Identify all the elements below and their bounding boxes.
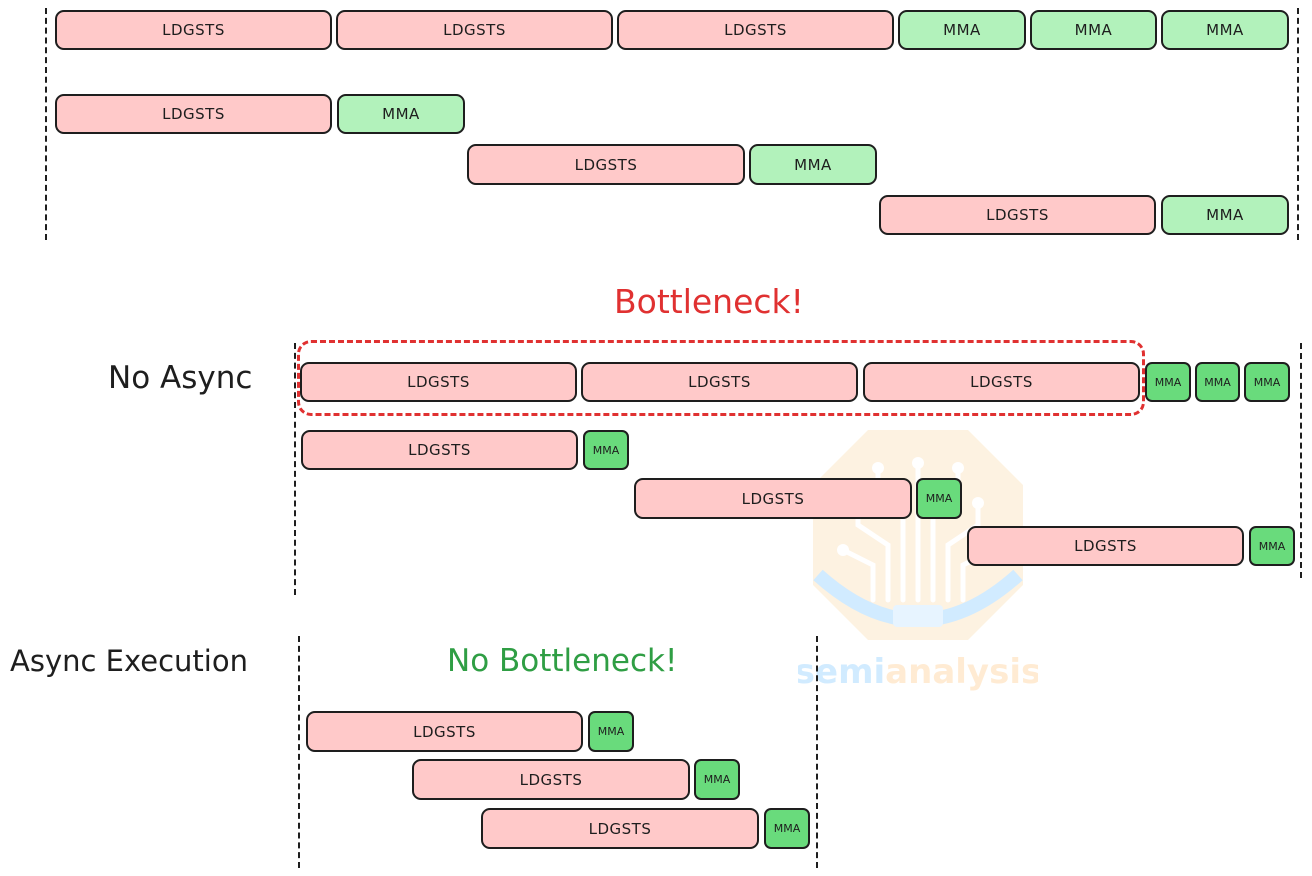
s2-row1-ldgsts-3: LDGSTS [863, 362, 1140, 402]
s2-row3-ldgsts: LDGSTS [634, 478, 912, 519]
s1-row1-mma-3: MMA [1161, 10, 1289, 50]
s1-row1-mma-1: MMA [898, 10, 1026, 50]
async-execution-label: Async Execution [10, 644, 248, 678]
s2-row1-ldgsts-1: LDGSTS [300, 362, 577, 402]
section2-right-boundary [1300, 343, 1302, 578]
no-bottleneck-label: No Bottleneck! [447, 643, 678, 679]
section3-left-boundary [298, 636, 300, 868]
s1-row3-ldgsts: LDGSTS [467, 144, 745, 185]
no-async-label: No Async [108, 360, 253, 396]
bottleneck-label: Bottleneck! [614, 282, 804, 321]
s3-row1-ldgsts: LDGSTS [306, 711, 583, 752]
s1-row4-mma: MMA [1161, 195, 1289, 235]
s2-row1-mma-1: MMA [1145, 362, 1191, 402]
s3-row3-ldgsts: LDGSTS [481, 808, 759, 849]
s1-row1-ldgsts-2: LDGSTS [336, 10, 613, 50]
s2-row1-mma-2: MMA [1195, 362, 1240, 402]
s2-row2-ldgsts: LDGSTS [301, 430, 578, 470]
section2-left-boundary [294, 343, 296, 595]
svg-text:semianalysis: semianalysis [798, 652, 1038, 692]
section1-left-boundary [45, 8, 47, 240]
s2-row4-mma: MMA [1249, 526, 1295, 566]
watermark-text-semi: semi [798, 652, 885, 692]
s3-row3-mma: MMA [764, 808, 810, 849]
s2-row1-ldgsts-2: LDGSTS [581, 362, 858, 402]
s2-row2-mma: MMA [583, 430, 629, 470]
s2-row3-mma: MMA [916, 478, 962, 519]
s2-row4-ldgsts: LDGSTS [967, 526, 1244, 566]
s1-row2-mma: MMA [337, 94, 465, 134]
s1-row2-ldgsts: LDGSTS [55, 94, 332, 134]
s3-row2-ldgsts: LDGSTS [412, 759, 690, 800]
s3-row1-mma: MMA [588, 711, 634, 752]
s1-row1-ldgsts-1: LDGSTS [55, 10, 332, 50]
s2-row1-mma-3: MMA [1244, 362, 1290, 402]
s1-row4-ldgsts: LDGSTS [879, 195, 1156, 235]
watermark-text-analysis: analysis [885, 652, 1038, 692]
s1-row1-ldgsts-3: LDGSTS [617, 10, 894, 50]
s1-row1-mma-2: MMA [1030, 10, 1157, 50]
bottleneck-highlight-box [297, 340, 1145, 416]
section1-right-boundary [1297, 8, 1299, 240]
s1-row3-mma: MMA [749, 144, 877, 185]
section3-right-boundary [816, 636, 818, 868]
s3-row2-mma: MMA [694, 759, 740, 800]
